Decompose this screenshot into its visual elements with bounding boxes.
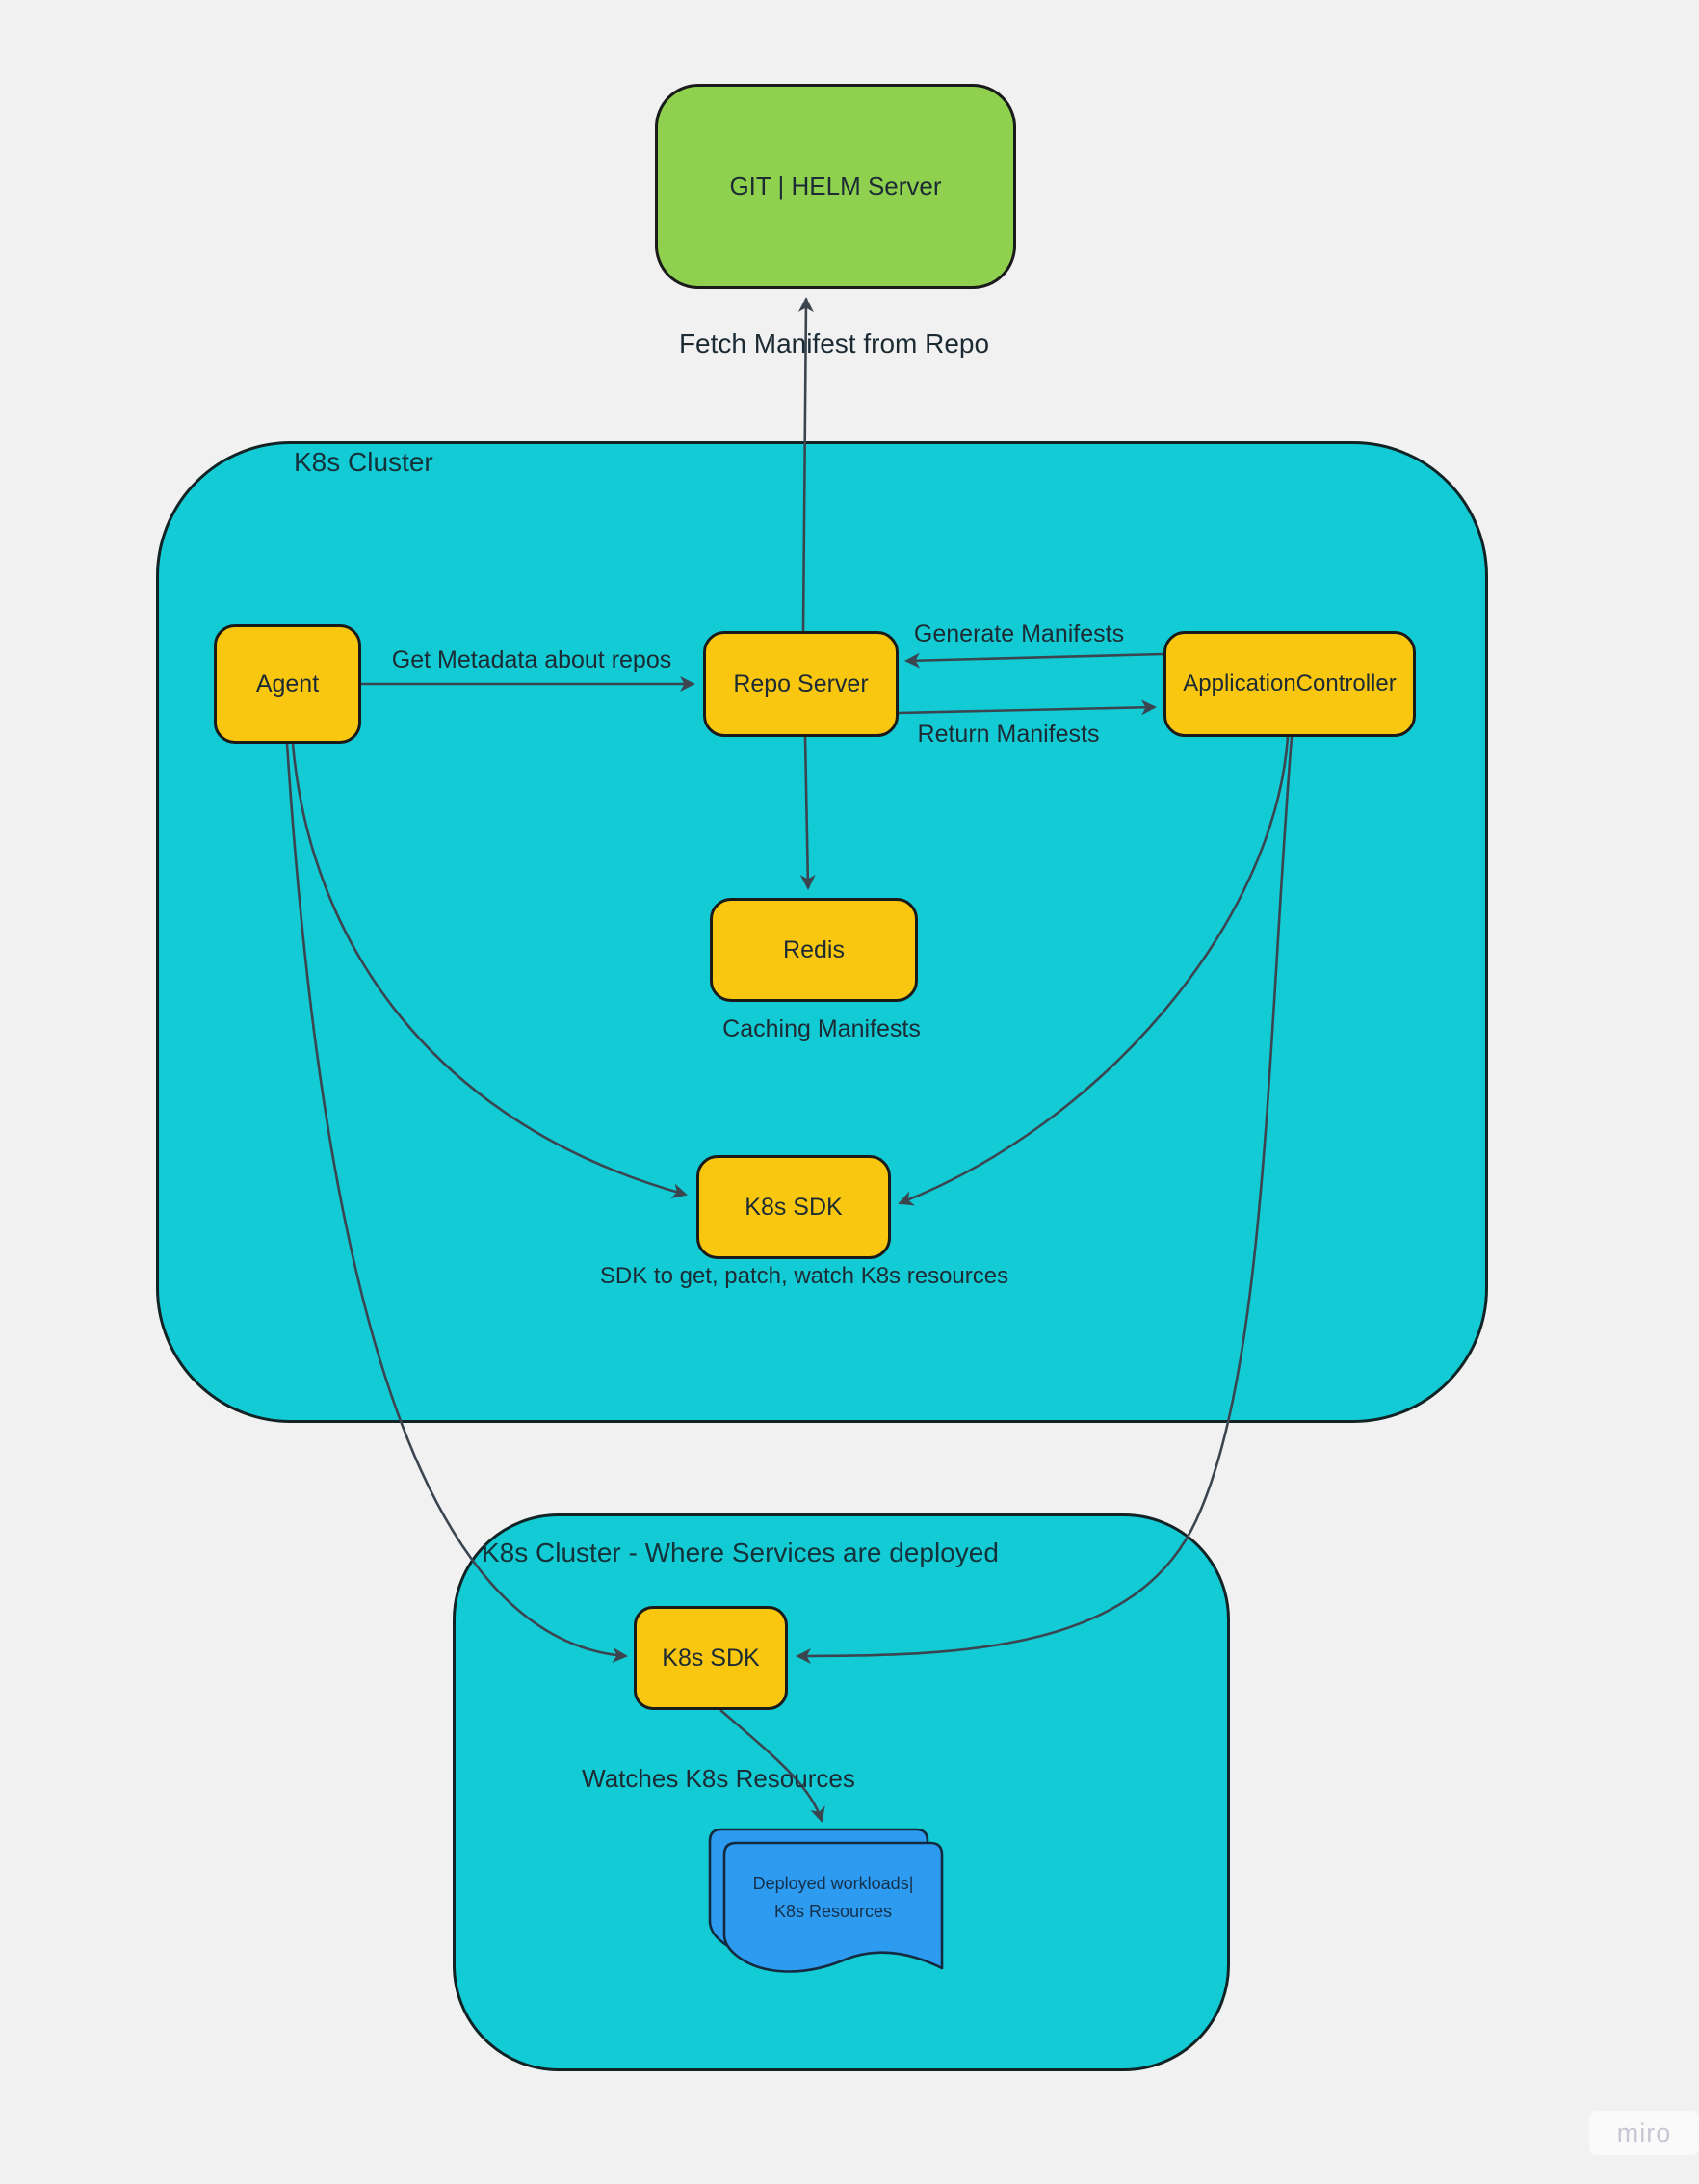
deployed-workloads-line1: Deployed workloads| xyxy=(752,1874,914,1893)
k8s-sdk-deploy-label: K8s SDK xyxy=(662,1644,760,1671)
deployed-workloads-line2: K8s Resources xyxy=(773,1902,893,1921)
label-fetch-manifest[interactable]: Fetch Manifest from Repo xyxy=(678,329,990,358)
miro-watermark-text: miro xyxy=(1616,2118,1672,2147)
cluster-k8s-deploy-title: K8s Cluster - Where Services are deploye… xyxy=(482,1538,999,1567)
label-sdk-caption[interactable]: SDK to get, patch, watch K8s resources xyxy=(599,1263,1009,1289)
redis-node[interactable]: Redis xyxy=(710,898,918,1002)
k8s-sdk-main-label: K8s SDK xyxy=(745,1193,843,1221)
cluster-k8s-main-title: K8s Cluster xyxy=(294,447,433,477)
application-controller-label: ApplicationController xyxy=(1183,671,1397,697)
label-get-metadata[interactable]: Get Metadata about repos xyxy=(391,646,672,673)
git-helm-server-node[interactable]: GIT | HELM Server xyxy=(655,84,1016,289)
redis-label: Redis xyxy=(783,935,845,963)
k8s-sdk-deploy-node[interactable]: K8s SDK xyxy=(634,1606,788,1710)
deployed-workloads-document[interactable] xyxy=(674,1809,982,2002)
k8s-sdk-main-node[interactable]: K8s SDK xyxy=(696,1155,891,1259)
repo-server-node[interactable]: Repo Server xyxy=(703,631,899,737)
miro-watermark: miro xyxy=(1589,2111,1699,2155)
document-front-sheet xyxy=(722,1841,944,1973)
label-generate-manifests[interactable]: Generate Manifests xyxy=(913,620,1125,647)
deployed-workloads-label: Deployed workloads| K8s Resources xyxy=(689,1870,978,1926)
label-watches-resources[interactable]: Watches K8s Resources xyxy=(582,1764,855,1793)
application-controller-node[interactable]: ApplicationController xyxy=(1163,631,1416,737)
label-return-manifests[interactable]: Return Manifests xyxy=(917,721,1100,748)
agent-label: Agent xyxy=(255,670,320,697)
git-helm-server-label: GIT | HELM Server xyxy=(729,171,942,200)
repo-server-label: Repo Server xyxy=(733,670,869,697)
agent-node[interactable]: Agent xyxy=(214,624,361,744)
label-caching-manifests[interactable]: Caching Manifests xyxy=(722,1015,921,1042)
